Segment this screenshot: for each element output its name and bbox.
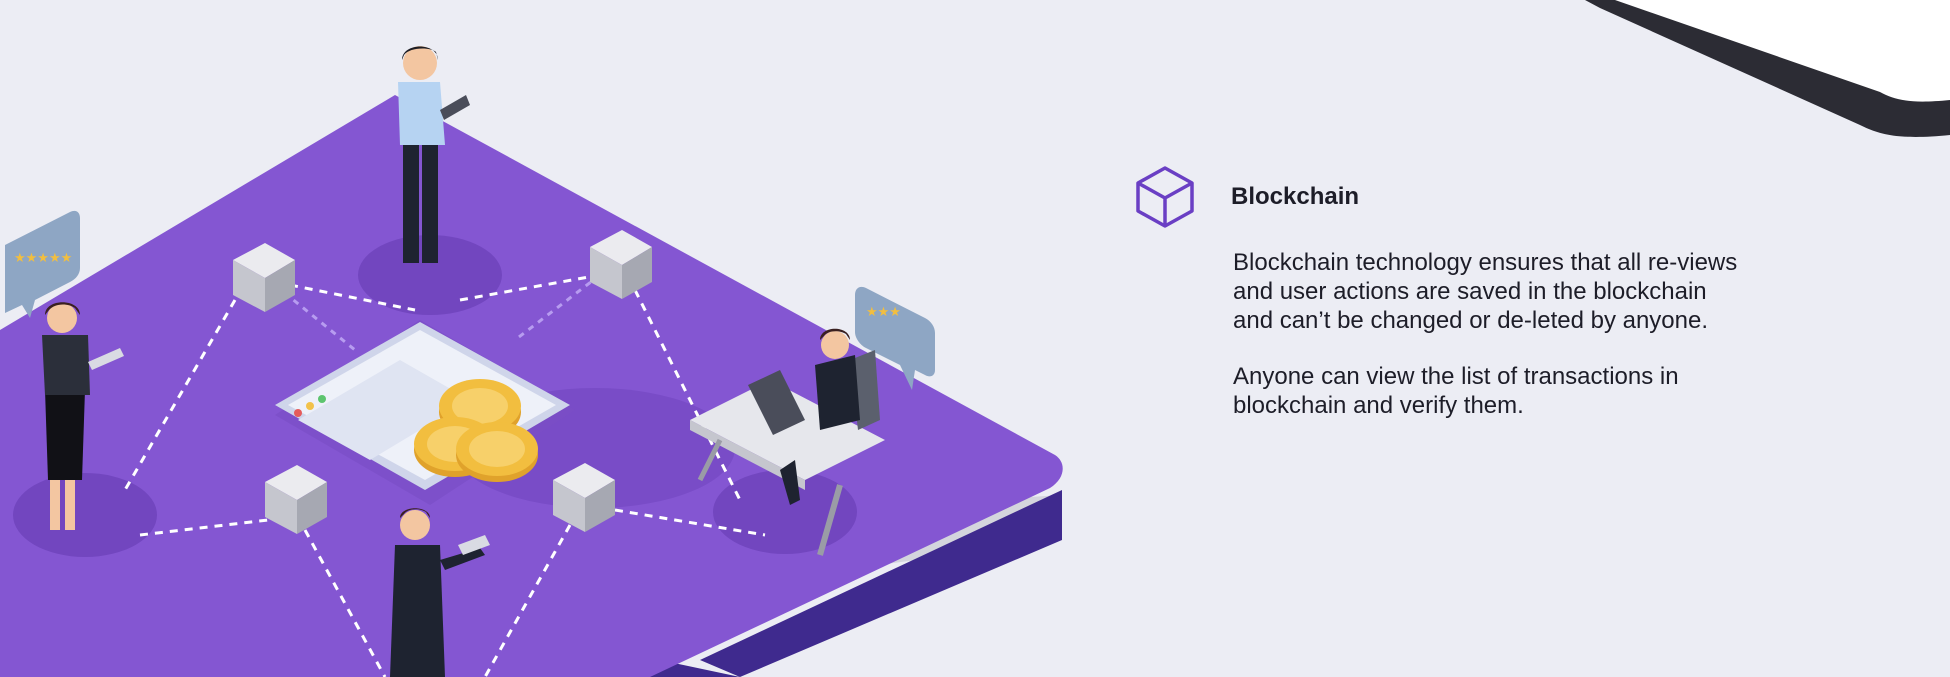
tablet-device [458, 535, 490, 555]
star-icon: ★★★★★ [14, 251, 72, 266]
cube-node [590, 230, 652, 299]
feature-body: Blockchain technology ensures that all r… [1233, 248, 1753, 447]
network-connections [123, 273, 766, 677]
tablet-device-corner [1585, 0, 1950, 137]
rating-bubble-icon: ★★★ [855, 286, 935, 390]
cube-node [553, 463, 615, 532]
cube-node [265, 465, 327, 534]
cube-node [233, 243, 295, 312]
feature-title: Blockchain [1231, 183, 1360, 210]
tablet-device [440, 95, 470, 120]
feature-paragraph: Blockchain technology ensures that all r… [1233, 249, 1738, 334]
browser-minimize-dot-icon [306, 402, 314, 410]
cube-icon [1136, 166, 1194, 228]
person-woman-with-tablet-left [42, 302, 124, 530]
person-woman-with-tablet-top [398, 46, 470, 263]
person-man-at-desk [690, 328, 885, 556]
star-icon: ★★★ [866, 305, 901, 320]
laptop-icon [748, 370, 805, 435]
tablet-device [88, 348, 124, 370]
rating-bubble-icon: ★★★★★ [5, 210, 80, 318]
person-man-with-tablet [390, 508, 490, 677]
coin-icon [456, 422, 538, 482]
feature-paragraph: Anyone can view the list of transactions… [1233, 363, 1679, 419]
browser-close-dot-icon [294, 409, 302, 417]
browser-maximize-dot-icon [318, 395, 326, 403]
